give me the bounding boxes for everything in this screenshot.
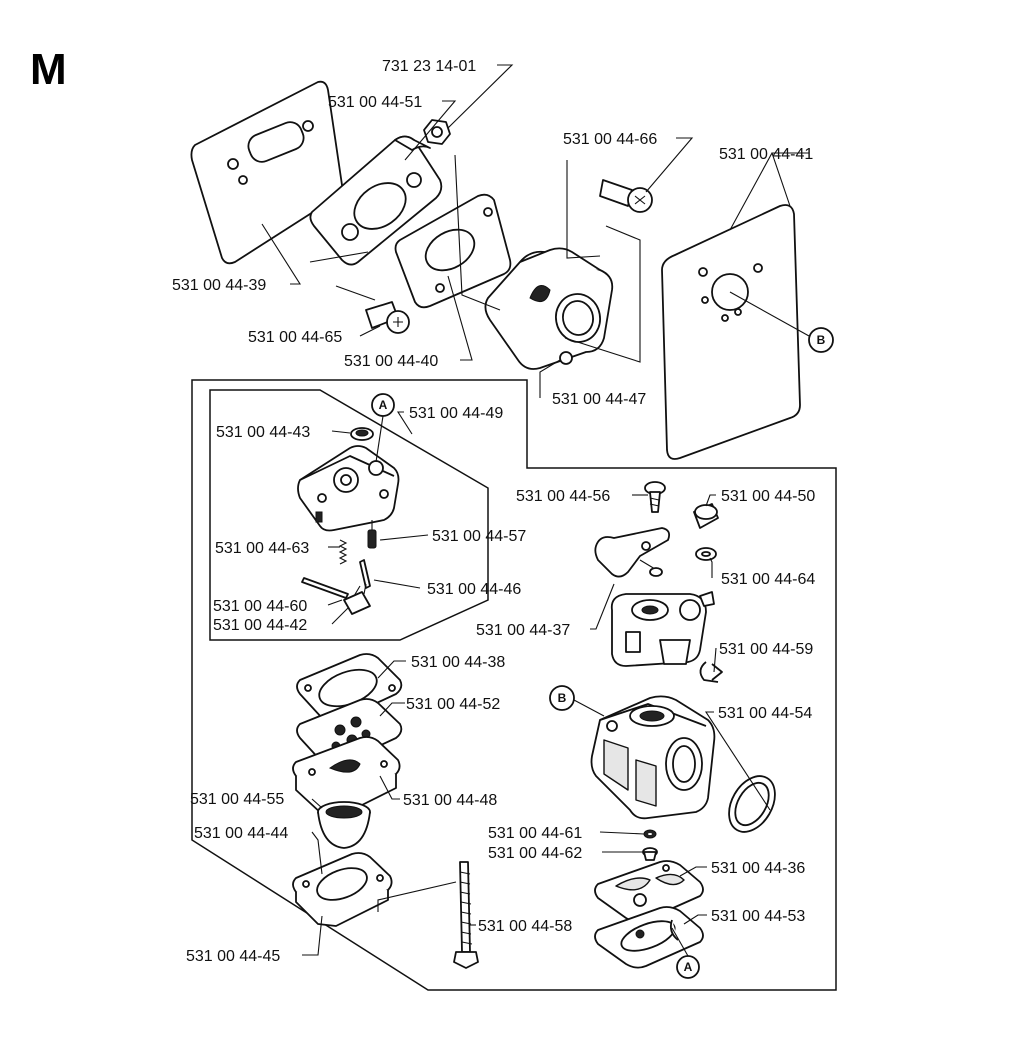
label-531-00-44-53: 531 00 44-53 (711, 908, 805, 925)
e-clip-59 (699, 661, 723, 683)
bulb-retainer-44 (292, 852, 393, 927)
svg-text:A: A (684, 960, 693, 974)
gasket-41 (661, 204, 801, 460)
label-531-00-44-52: 531 00 44-52 (406, 696, 500, 713)
label-531-00-44-65: 531 00 44-65 (248, 329, 342, 346)
label-531-00-44-39: 531 00 44-39 (172, 277, 266, 294)
lever-60 (301, 577, 349, 599)
gasket-36 (594, 860, 704, 923)
label-531-00-44-66: 531 00 44-66 (563, 131, 657, 148)
long-screw-58 (453, 861, 479, 969)
throttle-lever-37 (594, 527, 671, 578)
diaphragm-38 (296, 653, 403, 723)
label-531-00-44-62: 531 00 44-62 (488, 845, 582, 862)
label-531-00-44-55: 531 00 44-55 (190, 791, 284, 808)
purge-bulb-55 (317, 801, 371, 849)
jet-62 (642, 847, 658, 861)
label-731-23-14-01: 731 23 14-01 (382, 58, 476, 75)
plug-43 (350, 427, 374, 441)
nut-731 (423, 119, 451, 145)
label-531-00-44-40: 531 00 44-40 (344, 353, 438, 370)
pump-body-48 (292, 736, 401, 817)
label-531-00-44-56: 531 00 44-56 (516, 488, 610, 505)
label-531-00-44-43: 531 00 44-43 (216, 424, 310, 441)
label-531-00-44-59: 531 00 44-59 (719, 641, 813, 658)
screw-56 (644, 481, 666, 513)
marker-b-bottom: B (549, 685, 575, 711)
valve-57 (367, 520, 377, 549)
spring-63 (338, 539, 348, 565)
seal-ring-54 (728, 775, 776, 833)
label-531-00-44-44: 531 00 44-44 (194, 825, 288, 842)
gasket-39 (190, 80, 344, 265)
section-letter: M (30, 45, 67, 94)
marker-a-bottom: A (676, 955, 700, 979)
adjust-screw-50 (693, 503, 719, 529)
label-531-00-44-49: 531 00 44-49 (409, 405, 503, 422)
svg-text:A: A (379, 398, 388, 412)
label-531-00-44-46: 531 00 44-46 (427, 581, 521, 598)
lever-pin-42 (343, 583, 371, 615)
pump-cover-49 (297, 445, 400, 532)
label-531-00-44-38: 531 00 44-38 (411, 654, 505, 671)
carb-body (590, 695, 716, 820)
carb-top (610, 591, 715, 667)
label-531-00-44-60: 531 00 44-60 (213, 598, 307, 615)
label-531-00-44-42: 531 00 44-42 (213, 617, 307, 634)
screw-65 (365, 301, 410, 334)
svg-text:B: B (817, 333, 826, 347)
label-531-00-44-58: 531 00 44-58 (478, 918, 572, 935)
label-531-00-44-41: 531 00 44-41 (719, 146, 813, 163)
label-531-00-44-61: 531 00 44-61 (488, 825, 582, 842)
marker-b-top: B (808, 327, 834, 353)
label-531-00-44-47: 531 00 44-47 (552, 391, 646, 408)
o-ring-61 (643, 829, 657, 839)
washer-64 (695, 547, 717, 561)
label-531-00-44-45: 531 00 44-45 (186, 948, 280, 965)
label-531-00-44-36: 531 00 44-36 (711, 860, 805, 877)
needle-46 (359, 559, 371, 589)
gasket-52 (296, 698, 403, 767)
label-531-00-44-48: 531 00 44-48 (403, 792, 497, 809)
label-531-00-44-50: 531 00 44-50 (721, 488, 815, 505)
label-531-00-44-57: 531 00 44-57 (432, 528, 526, 545)
gasket-40 (394, 193, 512, 309)
label-531-00-44-63: 531 00 44-63 (215, 540, 309, 557)
intake-adapter-47 (484, 247, 614, 370)
screw-66 (599, 179, 653, 213)
marker-a-inner: A (371, 393, 395, 417)
label-531-00-44-54: 531 00 44-54 (718, 705, 812, 722)
label-531-00-44-51: 531 00 44-51 (328, 94, 422, 111)
insulator-block-51 (309, 135, 443, 266)
label-531-00-44-64: 531 00 44-64 (721, 571, 815, 588)
svg-text:B: B (558, 691, 567, 705)
label-531-00-44-37: 531 00 44-37 (476, 622, 570, 639)
